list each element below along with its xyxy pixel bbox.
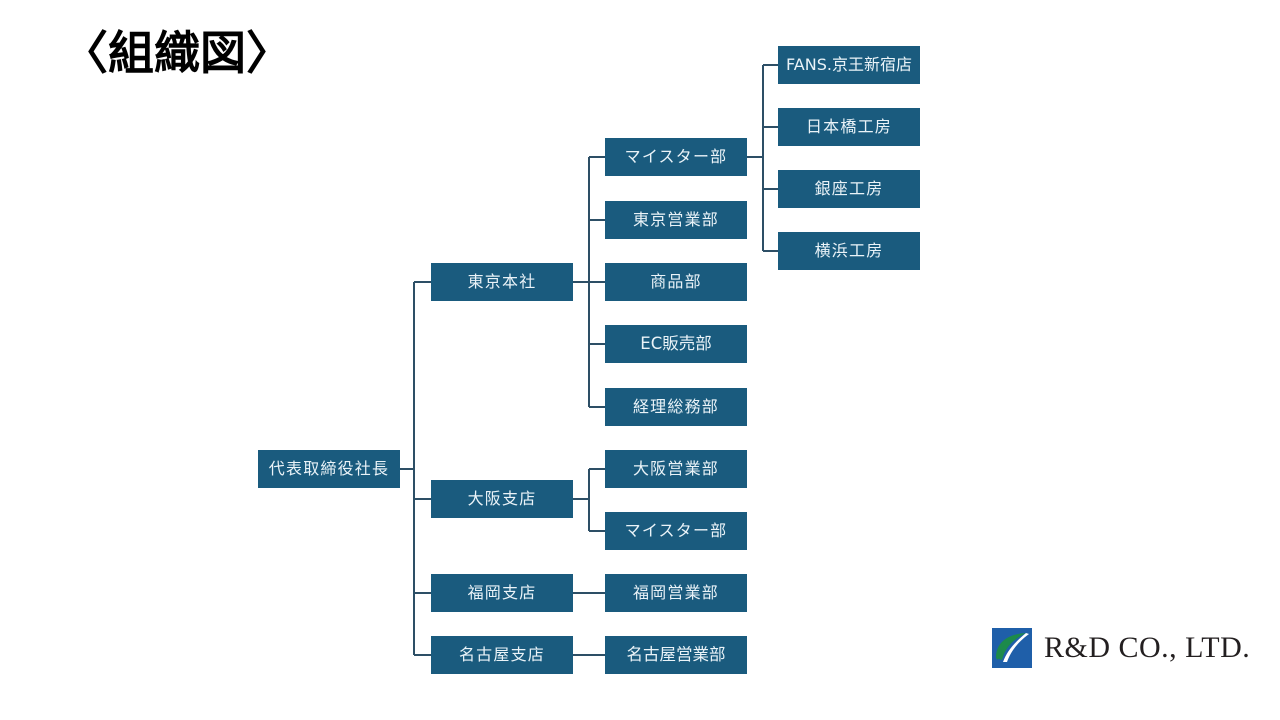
node-nagoya-sales[interactable]: 名古屋営業部 (605, 636, 747, 674)
node-ec-sales[interactable]: EC販売部 (605, 325, 747, 363)
company-logo: R&D CO., LTD. (992, 628, 1250, 668)
node-fukuoka-sales[interactable]: 福岡営業部 (605, 574, 747, 612)
node-osaka-branch[interactable]: 大阪支店 (431, 480, 573, 518)
node-tokyo-meister[interactable]: マイスター部 (605, 138, 747, 176)
node-ceo[interactable]: 代表取締役社長 (258, 450, 400, 488)
node-product-dept[interactable]: 商品部 (605, 263, 747, 301)
page-title: 〈組織図〉 (62, 26, 292, 80)
node-ginza-kobo[interactable]: 銀座工房 (778, 170, 920, 208)
node-nihonbashi-kobo[interactable]: 日本橋工房 (778, 108, 920, 146)
node-tokyo-sales[interactable]: 東京営業部 (605, 201, 747, 239)
node-fukuoka-branch[interactable]: 福岡支店 (431, 574, 573, 612)
node-osaka-sales[interactable]: 大阪営業部 (605, 450, 747, 488)
node-tokyo-hq[interactable]: 東京本社 (431, 263, 573, 301)
node-osaka-meister[interactable]: マイスター部 (605, 512, 747, 550)
rd-logo-mark-icon (992, 628, 1032, 668)
node-fans-keio-shinjuku[interactable]: FANS.京王新宿店 (778, 46, 920, 84)
node-accounting-ga[interactable]: 経理総務部 (605, 388, 747, 426)
node-nagoya-branch[interactable]: 名古屋支店 (431, 636, 573, 674)
node-yokohama-kobo[interactable]: 横浜工房 (778, 232, 920, 270)
logo-text: R&D CO., LTD. (1044, 631, 1251, 664)
